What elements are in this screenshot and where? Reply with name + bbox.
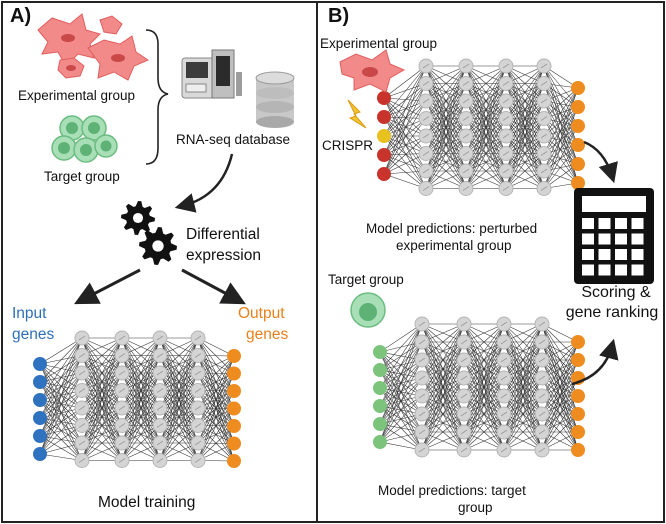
experimental-cells-icon bbox=[37, 13, 150, 81]
gears-icon bbox=[121, 201, 177, 265]
gene-node bbox=[227, 384, 241, 398]
output-genes-label-1: Output bbox=[238, 305, 285, 322]
gene-node bbox=[373, 417, 387, 431]
experimental-cell-icon bbox=[339, 49, 406, 93]
gene-node bbox=[571, 389, 585, 403]
gene-node bbox=[571, 425, 585, 439]
gene-node bbox=[373, 345, 387, 359]
pred-perturbed-label-2: experimental group bbox=[396, 238, 512, 253]
arrow-to-gears bbox=[174, 153, 234, 213]
gene-node bbox=[227, 366, 241, 381]
gene-node bbox=[33, 357, 47, 371]
gene-node bbox=[377, 148, 391, 162]
target-cells-icon bbox=[51, 115, 118, 163]
gene-node bbox=[571, 157, 585, 171]
gene-node bbox=[373, 399, 387, 413]
differential-label-1: Differential bbox=[186, 226, 260, 243]
crispr-label: CRISPR bbox=[322, 138, 374, 153]
calculator-icon bbox=[574, 188, 654, 284]
database-icon bbox=[255, 71, 295, 128]
input-genes-label-1: Input bbox=[12, 305, 47, 322]
gene-node bbox=[33, 411, 47, 425]
sequencer-icon bbox=[181, 49, 242, 99]
gene-node bbox=[571, 138, 585, 152]
output-genes-label-2: genes bbox=[246, 326, 289, 343]
gene-node bbox=[571, 353, 585, 367]
target-group-label: Target group bbox=[44, 169, 120, 184]
b-target-group-label: Target group bbox=[328, 272, 404, 287]
gene-node bbox=[373, 435, 387, 449]
arrow-to-calculator-bottom bbox=[571, 338, 619, 386]
gene-node bbox=[33, 429, 47, 443]
pred-target-label-2: group bbox=[458, 500, 493, 515]
gene-node bbox=[571, 407, 585, 421]
gene-node bbox=[33, 447, 47, 461]
gene-node bbox=[377, 91, 391, 105]
gene-node bbox=[571, 81, 585, 95]
gene-node bbox=[377, 110, 391, 124]
input-genes-label-2: genes bbox=[12, 326, 55, 343]
gene-node bbox=[377, 167, 391, 181]
panel-b-label: B) bbox=[328, 5, 350, 27]
gene-node bbox=[373, 363, 387, 377]
arrow-to-input-genes bbox=[74, 268, 141, 305]
arrow-to-output-genes bbox=[181, 268, 246, 305]
gene-node bbox=[571, 443, 585, 457]
b-experimental-group-label: Experimental group bbox=[320, 36, 438, 51]
gene-node bbox=[227, 419, 241, 433]
network-training bbox=[33, 330, 241, 468]
gene-node bbox=[227, 436, 241, 451]
gene-node bbox=[33, 393, 47, 407]
arrow-to-calculator-top bbox=[583, 140, 618, 184]
grouping-brace bbox=[145, 29, 169, 165]
database-label: RNA-seq database bbox=[176, 132, 291, 147]
panel-a-label: A) bbox=[10, 5, 32, 27]
pred-target-label-1: Model predictions: target bbox=[378, 483, 526, 498]
model-training-label: Model training bbox=[98, 494, 196, 511]
gene-node bbox=[227, 454, 241, 468]
gene-node bbox=[571, 335, 585, 349]
network-target bbox=[373, 316, 585, 458]
gene-node bbox=[571, 100, 585, 114]
network-perturbed bbox=[377, 58, 585, 196]
scoring-label-1: Scoring & bbox=[581, 284, 651, 301]
pred-perturbed-label-1: Model predictions: perturbed bbox=[366, 221, 538, 236]
lightning-icon bbox=[347, 99, 367, 129]
gene-node bbox=[33, 375, 47, 389]
gene-node bbox=[373, 381, 387, 395]
gene-node bbox=[227, 349, 241, 363]
experimental-group-label: Experimental group bbox=[18, 88, 136, 103]
gene-node bbox=[571, 119, 585, 133]
gene-node bbox=[571, 176, 585, 190]
differential-label-2: expression bbox=[186, 247, 261, 264]
gene-node bbox=[227, 401, 241, 416]
target-cell-icon bbox=[350, 292, 386, 328]
gene-node bbox=[377, 129, 391, 143]
scoring-label-2: gene ranking bbox=[565, 304, 659, 321]
